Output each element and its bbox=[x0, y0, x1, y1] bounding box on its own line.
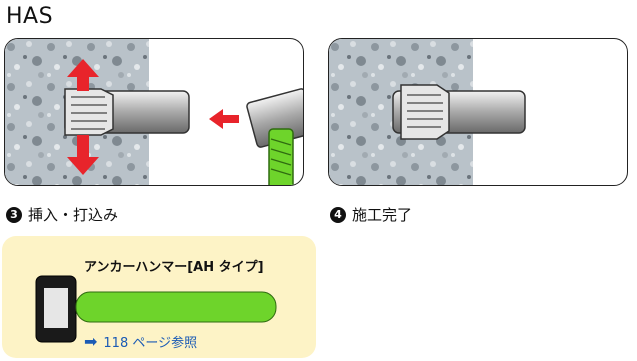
step-number-badge: 3 bbox=[6, 206, 22, 223]
step-number-badge: 4 bbox=[330, 206, 346, 223]
page-reference-link[interactable]: ➡ 118 ページ参照 bbox=[84, 332, 197, 351]
tool-title: アンカーハンマー[AH タイプ] bbox=[84, 260, 264, 275]
tool-info-box: アンカーハンマー[AH タイプ] ➡ 118 ページ参照 bbox=[2, 236, 316, 358]
expansion-arrows bbox=[67, 59, 99, 175]
hammer-icon bbox=[246, 88, 303, 185]
page-reference-text: 118 ページ参照 bbox=[103, 336, 198, 351]
push-arrow bbox=[209, 109, 239, 129]
step-3-caption: 3 挿入・打込み bbox=[6, 204, 118, 225]
page-title: HAS bbox=[6, 4, 54, 29]
step-4-illustration bbox=[328, 38, 628, 186]
step-3-illustration bbox=[4, 38, 304, 186]
step-label: 施工完了 bbox=[352, 206, 413, 224]
step-4-caption: 4 施工完了 bbox=[330, 204, 412, 225]
step-label: 挿入・打込み bbox=[28, 206, 119, 224]
arrow-right-icon: ➡ bbox=[84, 331, 98, 351]
anchor-hammer-icon bbox=[35, 275, 277, 343]
